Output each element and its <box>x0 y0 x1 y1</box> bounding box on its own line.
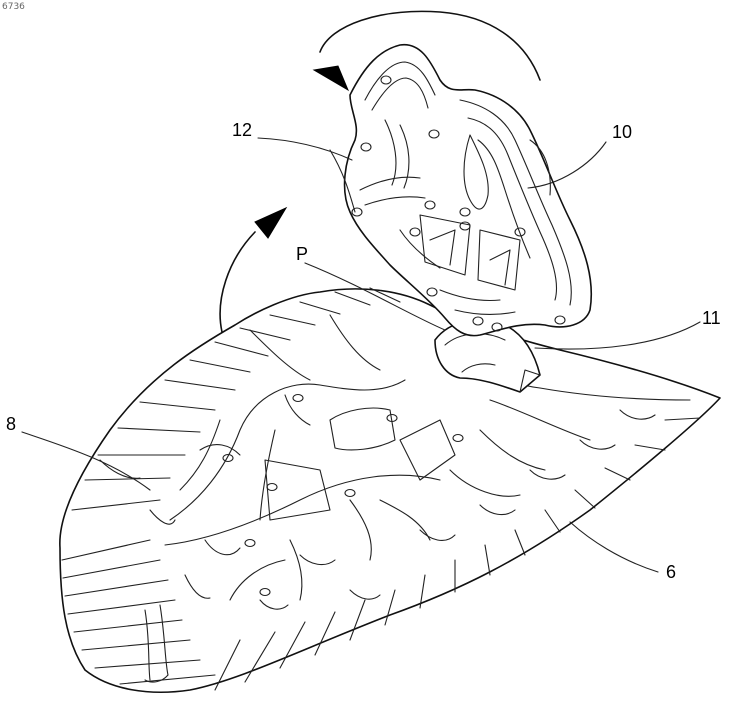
label-8: 8 <box>6 414 16 434</box>
label-10: 10 <box>612 122 632 142</box>
leader-12 <box>258 138 355 212</box>
label-6: 6 <box>666 562 676 582</box>
lower-sole <box>60 288 720 692</box>
corner-id: 6736 <box>2 2 25 12</box>
left-arrowhead <box>255 208 286 238</box>
label-11: 11 <box>702 308 721 328</box>
top-arrowhead <box>314 66 348 90</box>
sole-outline <box>60 289 720 692</box>
leader-6 <box>570 522 658 572</box>
label-p: P <box>296 244 308 264</box>
label-12: 12 <box>232 120 252 140</box>
